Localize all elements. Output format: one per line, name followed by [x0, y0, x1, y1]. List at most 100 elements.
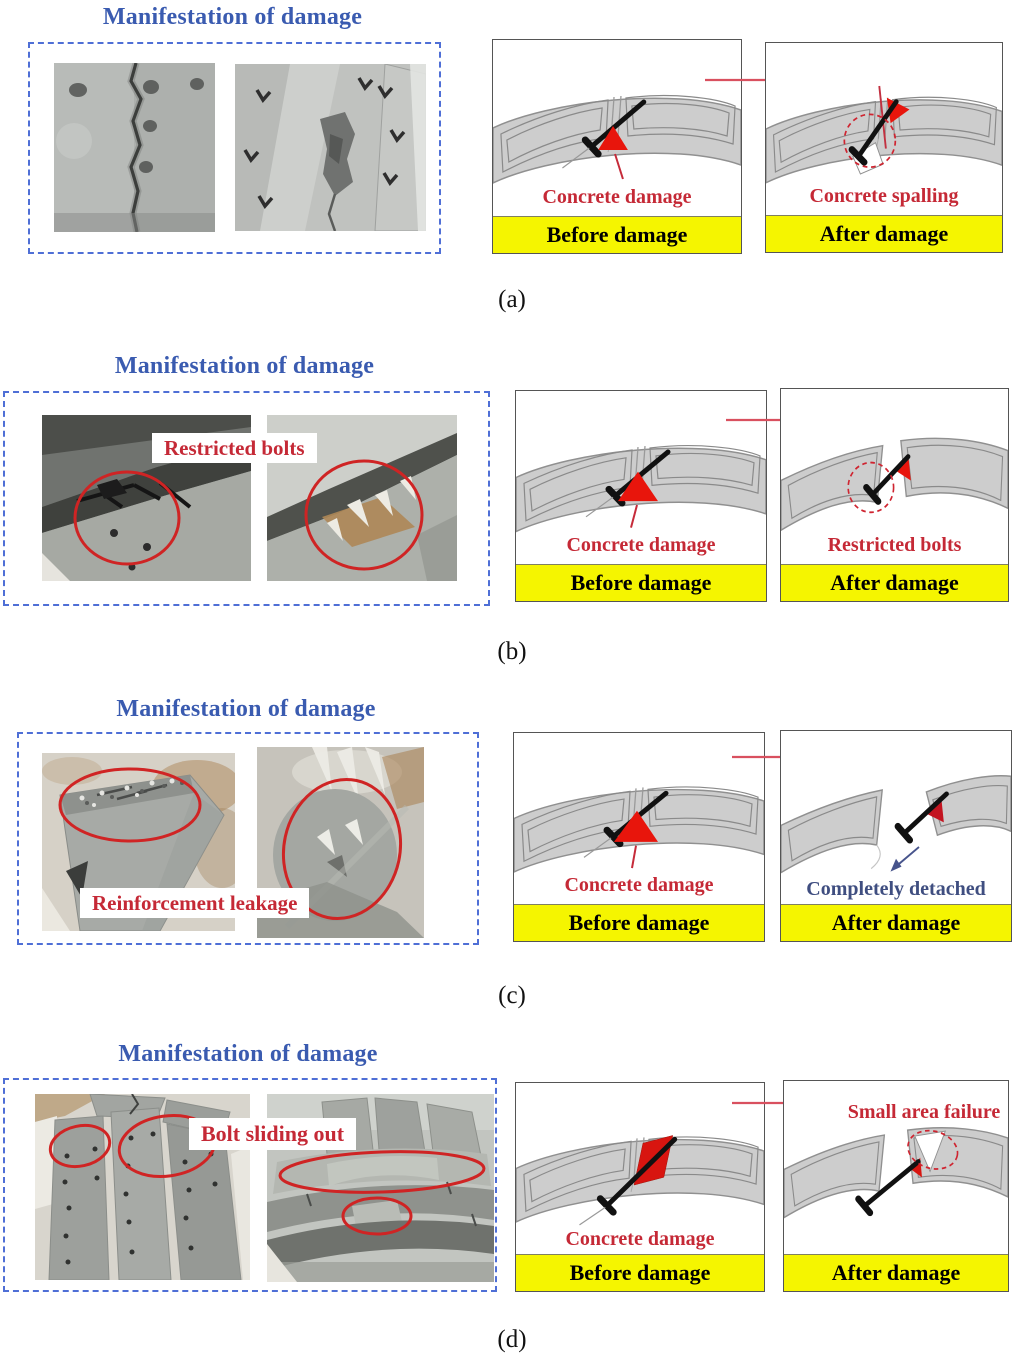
joint-gap: [267, 433, 457, 541]
panel-d-photo-box: Bolt sliding out: [3, 1078, 497, 1292]
before-annotation: Concrete damage: [566, 534, 716, 556]
annotation-circle: [281, 777, 403, 921]
joint-bolt: [604, 1136, 678, 1208]
annotation-circle: [73, 470, 181, 566]
failure-notch: [914, 1130, 946, 1173]
dashed-damage-circle: [843, 113, 897, 169]
bolt-head: [855, 1195, 874, 1217]
joint-gap: [42, 441, 251, 533]
panel-b-after-diagram: Restricted bolts After damage: [780, 388, 1009, 602]
bolt-head: [863, 483, 882, 505]
crack-line: [585, 496, 614, 518]
bolt-hole: [143, 120, 157, 132]
crack-line: [579, 1206, 606, 1226]
joint-bolt: [611, 790, 669, 839]
subfig-label-a: (a): [498, 286, 526, 313]
panel-d-before-diagram: Concrete damage Before damage: [515, 1082, 765, 1292]
ring-band: [267, 1220, 494, 1270]
bolt-head: [596, 1195, 617, 1216]
panel-a-after-diagram: Concrete spalling After damage: [765, 42, 1003, 253]
panel-a-before-diagram: Concrete damage Before damage: [492, 39, 742, 254]
bolt-hole: [69, 83, 87, 97]
segment-slab: [110, 1107, 172, 1280]
after-annotation: Small area failure: [847, 1101, 1001, 1123]
crack-line: [129, 1094, 140, 1115]
panel-b-title: Manifestation of damage: [114, 353, 375, 379]
photo-overlay-label: Bolt sliding out: [189, 1118, 357, 1150]
before-annotation: Concrete damage: [564, 874, 714, 896]
subfig-label-d: (d): [497, 1326, 527, 1353]
after-annotation: Concrete spalling: [809, 185, 959, 207]
annotation-circle: [304, 459, 424, 571]
before-annotation: Concrete damage: [565, 1228, 715, 1250]
bolt-head: [894, 822, 914, 844]
before-caption: Before damage: [514, 904, 764, 941]
damage-triangle: [618, 471, 658, 502]
joint-bolt: [901, 791, 949, 836]
after-caption: After damage: [781, 564, 1008, 601]
anchor-bolts: [243, 77, 406, 209]
panel-a-photo-box: [28, 42, 441, 254]
before-damage-schematic: [514, 786, 764, 873]
before-caption: Before damage: [516, 1254, 764, 1291]
subfig-label-b: (b): [497, 638, 527, 665]
panel-a-title: Manifestation of damage: [102, 4, 363, 30]
crack-line: [562, 147, 590, 169]
after-damage-schematic: [784, 1127, 1008, 1219]
joint-bolt: [870, 454, 911, 497]
after-annotation: Restricted bolts: [827, 534, 962, 556]
detach-arrow: [896, 846, 920, 867]
photo-reinforcement-leakage: [257, 747, 424, 938]
photo-overlay-label: Restricted bolts: [152, 433, 317, 464]
after-damage-schematic: [781, 775, 1011, 874]
panel-b-before-diagram: Concrete damage Before damage: [515, 390, 767, 602]
after-damage-schematic: [781, 437, 1008, 532]
left-segment: [781, 789, 883, 874]
panel-d-title: Manifestation of damage: [118, 1041, 378, 1067]
annotation-circle: [58, 767, 202, 843]
damage-triangle: [598, 126, 628, 150]
photo-spalled-corner: [235, 64, 426, 231]
damage-triangle: [614, 810, 658, 842]
crack-line: [129, 63, 143, 232]
joint-bolt: [856, 99, 899, 159]
segment-slab: [48, 1115, 110, 1280]
annotation-circle: [48, 1123, 112, 1169]
shard-icicles: [312, 747, 385, 802]
before-annotation: Concrete damage: [542, 186, 692, 208]
before-caption: Before damage: [516, 564, 766, 601]
panel-c-after-diagram: Completely detached After damage: [780, 730, 1012, 942]
bolt-hole: [139, 161, 153, 173]
dashed-damage-circle: [907, 1129, 959, 1170]
leader-line: [614, 153, 624, 180]
right-segment: [900, 437, 1008, 510]
leader-line: [630, 504, 638, 528]
after-caption: After damage: [784, 1254, 1008, 1291]
bolt-hole: [190, 78, 204, 90]
after-caption: After damage: [766, 215, 1002, 252]
after-annotation: Completely detached: [806, 878, 986, 900]
leader-line: [631, 845, 637, 869]
bolt-hole: [143, 80, 159, 94]
panel-c-title: Manifestation of damage: [116, 696, 376, 722]
photo-cracked-joint: [54, 63, 215, 232]
original-position-outline: [870, 844, 881, 870]
dashed-damage-circle: [847, 461, 895, 514]
before-caption: Before damage: [493, 216, 741, 253]
before-damage-schematic: [516, 1135, 764, 1226]
left-segment: [784, 1134, 886, 1219]
concrete-shards: [327, 476, 416, 541]
after-damage-schematic: [766, 85, 1002, 184]
annotation-circle: [341, 1196, 413, 1236]
panel-c-before-diagram: Concrete damage Before damage: [513, 732, 765, 942]
after-caption: After damage: [781, 904, 1011, 941]
panel-b-photo-box: Restricted bolts: [3, 391, 490, 606]
subfig-label-c: (c): [498, 982, 526, 1009]
bolt-head: [848, 146, 868, 166]
crack-line: [583, 837, 612, 858]
before-damage-schematic: [516, 444, 766, 533]
bolt-head: [581, 136, 602, 158]
detach-arrowhead: [890, 858, 902, 872]
joint-bolt: [589, 99, 647, 149]
